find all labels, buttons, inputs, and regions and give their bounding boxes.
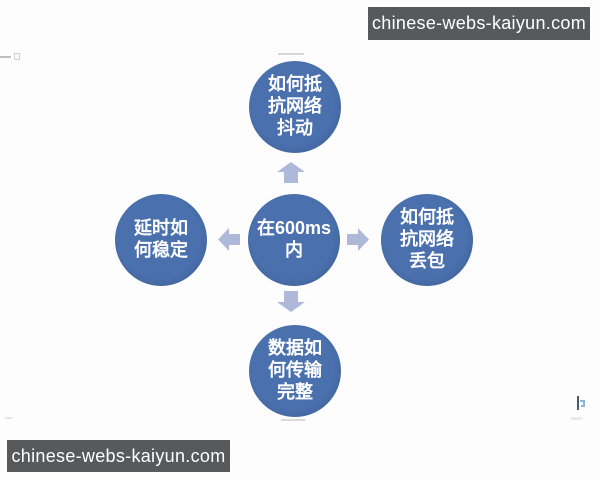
watermark-text: chinese-webs-kaiyun.com [11, 445, 226, 466]
node-label-line: 何传输 [268, 360, 322, 381]
artifact-smudge [571, 417, 582, 420]
diagram-node-data-integrity: 数据如 何传输 完整 [249, 325, 341, 417]
node-label-line: 如何抵 [268, 74, 322, 95]
diagram-node-center-600ms: 在600ms 内 [248, 194, 340, 286]
diagram-node-latency: 延时如 何稳定 [115, 194, 207, 286]
node-label-line: 在600ms [256, 218, 332, 239]
paragraph-cursor-icon [577, 396, 585, 410]
artifact-dash [4, 417, 13, 419]
node-label-line: 何稳定 [134, 240, 188, 260]
artifact-speck [14, 53, 20, 60]
watermark-banner-top: chinese-webs-kaiyun.com [368, 7, 590, 40]
node-label-line: 抗网络 [268, 96, 322, 117]
artifact-dash [0, 56, 11, 58]
node-label-line: 数据如 [268, 338, 322, 359]
diagram-node-jitter: 如何抵 抗网络 抖动 [249, 61, 341, 153]
node-label-line: 完整 [277, 381, 313, 402]
artifact-dash [278, 53, 304, 55]
artifact-dash [281, 419, 305, 421]
node-label-line: 丢包 [409, 250, 445, 271]
arrow-up-icon [277, 162, 305, 183]
node-label-line: 抗网络 [400, 229, 454, 250]
node-label-line: 延时如 [134, 218, 188, 239]
arrow-down-icon [277, 291, 305, 312]
diagram-node-packet-loss: 如何抵 抗网络 丢包 [381, 194, 473, 286]
arrow-left-icon [218, 228, 240, 251]
node-label-line: 抖动 [277, 117, 313, 138]
watermark-banner-bottom: chinese-webs-kaiyun.com [7, 440, 230, 472]
watermark-text: chinese-webs-kaiyun.com [372, 13, 586, 33]
arrow-right-icon [347, 228, 369, 251]
node-label-line: 如何抵 [400, 207, 454, 228]
node-label-line: 内 [285, 240, 303, 260]
